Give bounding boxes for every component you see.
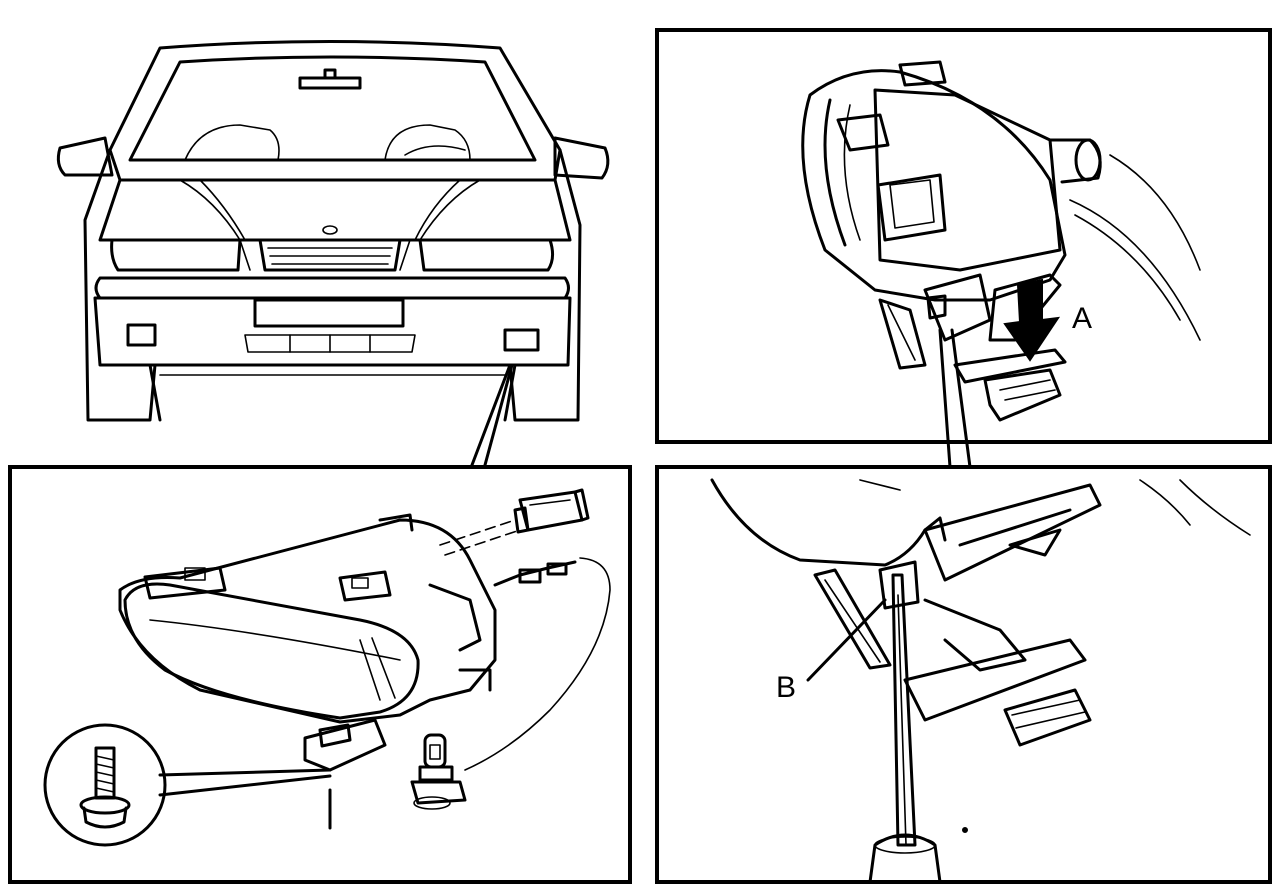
fog-lamp-lens (123, 582, 420, 720)
lamp-housing (801, 69, 1067, 302)
retaining-clip (878, 560, 920, 610)
panel-lamp-rear: A (655, 28, 1272, 469)
callout-a: A (1072, 302, 1092, 335)
panel-frame (655, 465, 1272, 884)
connector-plug (513, 488, 590, 534)
screw-icon (79, 746, 131, 829)
halogen-bulb-icon (410, 733, 467, 810)
fog-lamp-body (118, 518, 497, 724)
car-front-view (56, 40, 610, 467)
mounting-bracket (303, 718, 387, 772)
callout-b: B (776, 671, 796, 704)
retaining-clip (926, 294, 947, 320)
panel-frame (655, 28, 1272, 444)
lamp-socket (876, 173, 947, 242)
down-arrow-icon (1003, 278, 1061, 362)
panel-fog-lamp-exploded (8, 465, 632, 884)
screwdriver (868, 573, 942, 884)
panel-screwdriver-detail: B (655, 465, 1272, 884)
screw-magnifier (43, 723, 167, 847)
panel-frame (8, 465, 632, 884)
